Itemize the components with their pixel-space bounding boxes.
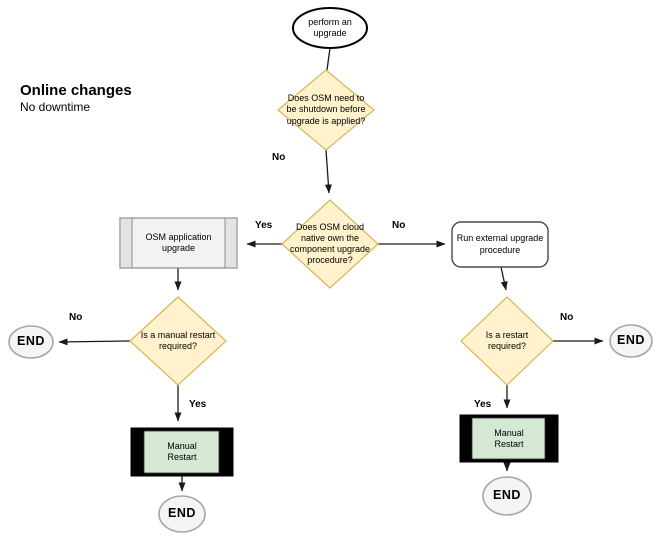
process-osm-upgrade-left-band — [119, 217, 133, 269]
decision-shutdown-shape — [277, 69, 375, 151]
edge-shutdown-to-cloudnative — [324, 149, 332, 194]
process-osm-upgrade-shape — [119, 217, 238, 269]
end-left-shape — [8, 325, 54, 359]
manual-restart-right-shape — [471, 417, 546, 460]
diagram-subtitle: No downtime — [20, 99, 91, 114]
end-bottom-left-shape — [158, 495, 206, 533]
end-bottom-right-shape — [482, 476, 532, 516]
end-right-shape — [609, 324, 653, 358]
process-osm-upgrade-right-band — [224, 217, 238, 269]
start-node-shape — [292, 7, 368, 49]
manual-restart-left-shape — [143, 430, 220, 474]
decision-restart-shape — [460, 296, 554, 386]
diagram-title-block: Online changes No downtime — [20, 82, 200, 115]
decision-manual-restart-shape — [129, 296, 227, 386]
process-external-upgrade-shape — [451, 221, 549, 268]
diagram-title: Online changes — [20, 82, 132, 99]
edge-manualrestart-no — [58, 338, 131, 346]
edge-external-to-restart-decision — [500, 266, 508, 291]
decision-cloud-native-shape — [281, 199, 379, 289]
edge-start-to-shutdown — [326, 47, 331, 71]
